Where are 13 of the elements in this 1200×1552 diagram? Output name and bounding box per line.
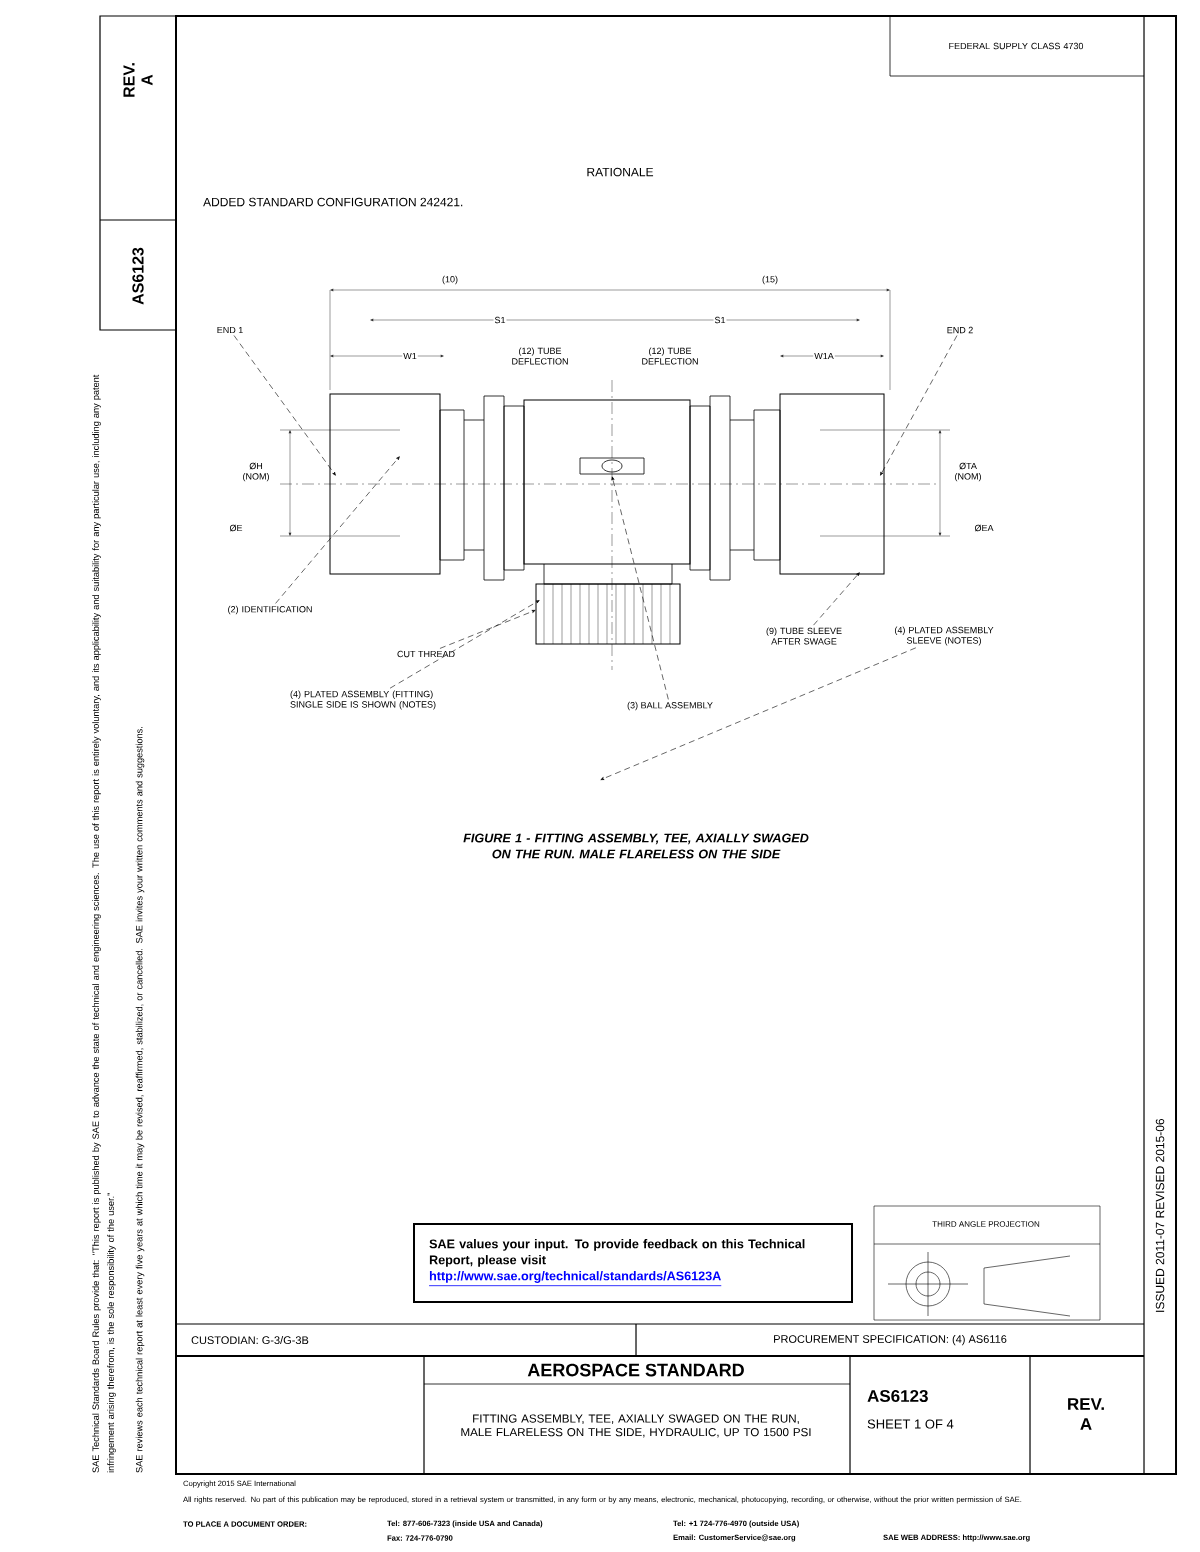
revision-label: REV. A <box>123 63 153 97</box>
leader-line <box>600 647 917 780</box>
revision-label: REV. A <box>1068 1398 1104 1430</box>
leader-line <box>880 335 958 476</box>
document-number: AS6123 <box>867 1390 928 1403</box>
leader-line <box>611 476 669 700</box>
document-type: AEROSPACE STANDARD <box>527 1363 744 1377</box>
leader-line <box>275 456 400 604</box>
leader-line <box>813 572 860 626</box>
document-number: AS6123 <box>132 247 144 305</box>
leader-line <box>233 335 336 476</box>
leader-line <box>389 600 540 689</box>
leader-line <box>439 610 536 649</box>
